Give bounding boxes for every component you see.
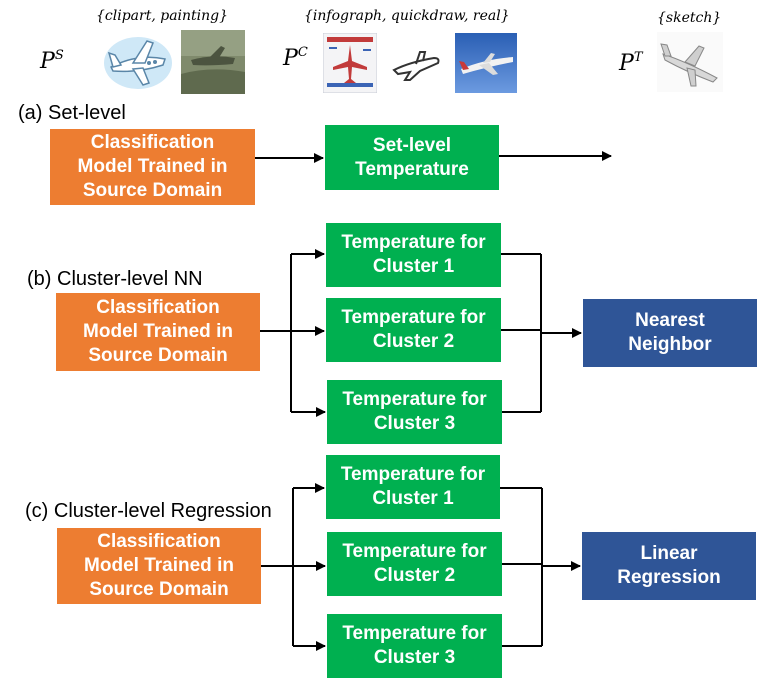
section-c-model-box: Classification Model Trained in Source D… — [57, 528, 261, 604]
section-b-cluster-1-box: Temperature for Cluster 1 — [326, 223, 501, 287]
source-domain-symbol: PS — [40, 48, 64, 74]
source-domain-set: {clipart, painting} — [96, 8, 229, 24]
section-c-cluster-3-box: Temperature for Cluster 3 — [327, 614, 502, 678]
quickdraw-airplane-image — [390, 44, 442, 84]
section-c-cluster-1-box: Temperature for Cluster 1 — [326, 455, 500, 519]
section-b-label: (b) Cluster-level NN — [27, 268, 203, 290]
section-a-model-box: Classification Model Trained in Source D… — [50, 129, 255, 205]
section-b-output-box: Nearest Neighbor — [583, 299, 757, 367]
section-b-cluster-3-box: Temperature for Cluster 3 — [327, 380, 502, 444]
section-a-temperature-box: Set-level Temperature — [325, 125, 499, 190]
calibration-domain-symbol: PC — [283, 45, 308, 71]
section-c-label: (c) Cluster-level Regression — [25, 500, 272, 522]
target-domain-symbol: PT — [619, 50, 643, 76]
painting-airplane-image — [181, 30, 245, 94]
section-b-cluster-2-box: Temperature for Cluster 2 — [326, 298, 501, 362]
section-c-cluster-2-box: Temperature for Cluster 2 — [327, 532, 502, 596]
infograph-airplane-image — [323, 33, 377, 93]
section-a-label: (a) Set-level — [18, 102, 126, 124]
calibration-domain-set: {infograph, quickdraw, real} — [304, 8, 510, 24]
target-domain-set: {sketch} — [657, 10, 722, 26]
section-b-model-box: Classification Model Trained in Source D… — [56, 293, 260, 371]
section-c-output-box: Linear Regression — [582, 532, 756, 600]
clipart-airplane-image — [103, 33, 173, 93]
real-airplane-image — [455, 33, 517, 93]
sketch-airplane-image — [657, 32, 723, 92]
